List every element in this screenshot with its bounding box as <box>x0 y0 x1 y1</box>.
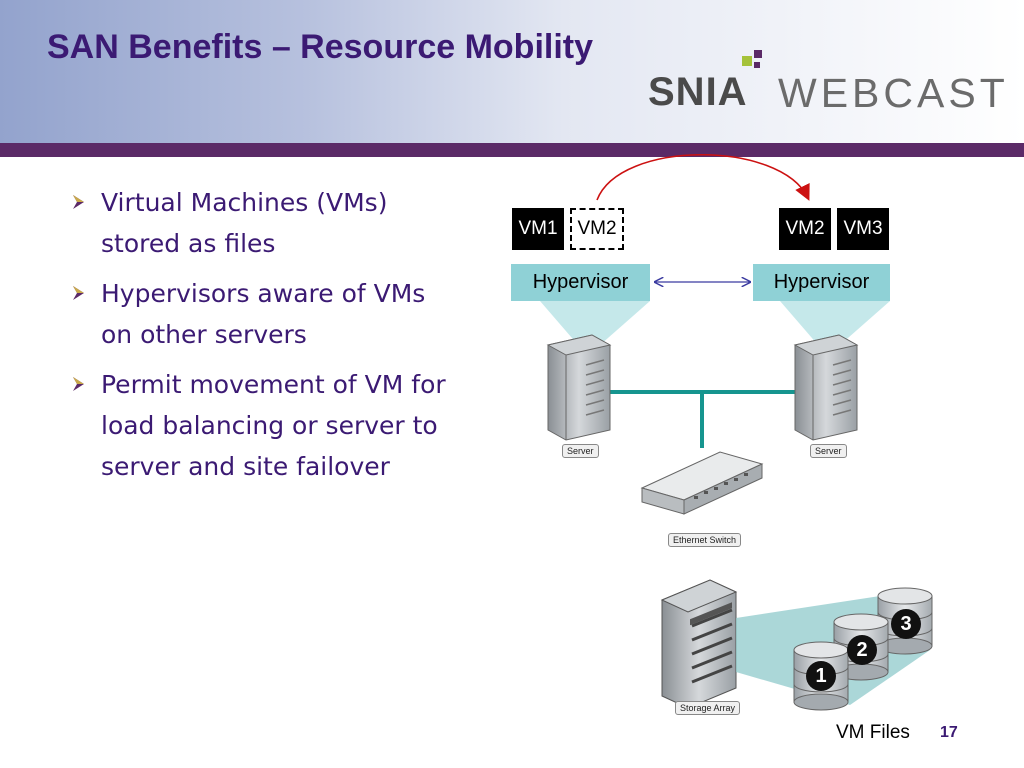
right-server <box>793 334 859 441</box>
left-hypervisor: Hypervisor <box>511 264 650 301</box>
disk-number-2: 2 <box>847 635 877 665</box>
vm-files-label: VM Files <box>836 722 910 743</box>
left-server-caption: Server <box>562 444 599 458</box>
slide-header <box>0 0 1024 143</box>
chevron-right-icon <box>73 377 84 391</box>
bullet-text-line: on other servers <box>101 320 307 349</box>
bullet-text-line: stored as files <box>101 229 276 258</box>
left-vm2-migrating: VM2 <box>570 208 624 250</box>
right-vm3: VM3 <box>837 208 889 250</box>
logo-webcast-text: WEBCAST <box>778 70 1009 116</box>
disk-number-3: 3 <box>891 609 921 639</box>
right-vm2: VM2 <box>779 208 831 250</box>
bullet-text-line: Permit movement of VM for <box>101 370 446 399</box>
right-hypervisor: Hypervisor <box>753 264 890 301</box>
disk-1 <box>793 641 849 711</box>
right-server-caption: Server <box>810 444 847 458</box>
slide-title: SAN Benefits – Resource Mobility <box>47 28 594 66</box>
storage-array <box>660 579 738 709</box>
bullet-text-line: Hypervisors aware of VMs <box>101 279 426 308</box>
logo-mark-green <box>742 56 752 66</box>
ethernet-switch <box>640 451 764 515</box>
bullet-text-line: load balancing or server to <box>101 411 438 440</box>
bullet-item: Hypervisors aware of VMs on other server… <box>70 273 510 355</box>
logo-mark-purple-2 <box>754 62 760 68</box>
logo-mark-purple <box>754 50 762 58</box>
bullet-text-line: Virtual Machines (VMs) <box>101 188 388 217</box>
snia-webcast-logo: SNIA WEBCAST <box>640 50 1012 120</box>
header-rule <box>0 143 1024 157</box>
left-vm1: VM1 <box>512 208 564 250</box>
bullet-item: Virtual Machines (VMs) stored as files <box>70 182 510 264</box>
page-number: 17 <box>940 724 958 741</box>
right-beam <box>780 301 890 345</box>
migration-arrow <box>596 154 810 201</box>
bullet-item: Permit movement of VM for load balancing… <box>70 364 510 487</box>
chevron-right-icon <box>73 286 84 300</box>
bullet-text-line: server and site failover <box>101 452 390 481</box>
storage-caption: Storage Array <box>675 701 741 715</box>
switch-caption: Ethernet Switch <box>668 533 742 547</box>
logo-snia-text: SNIA <box>648 70 748 114</box>
disk-number-1: 1 <box>806 661 836 691</box>
chevron-right-icon <box>73 195 84 209</box>
left-server <box>546 334 612 441</box>
bullet-list: Virtual Machines (VMs) stored as files H… <box>70 182 510 496</box>
left-beam <box>540 301 650 345</box>
